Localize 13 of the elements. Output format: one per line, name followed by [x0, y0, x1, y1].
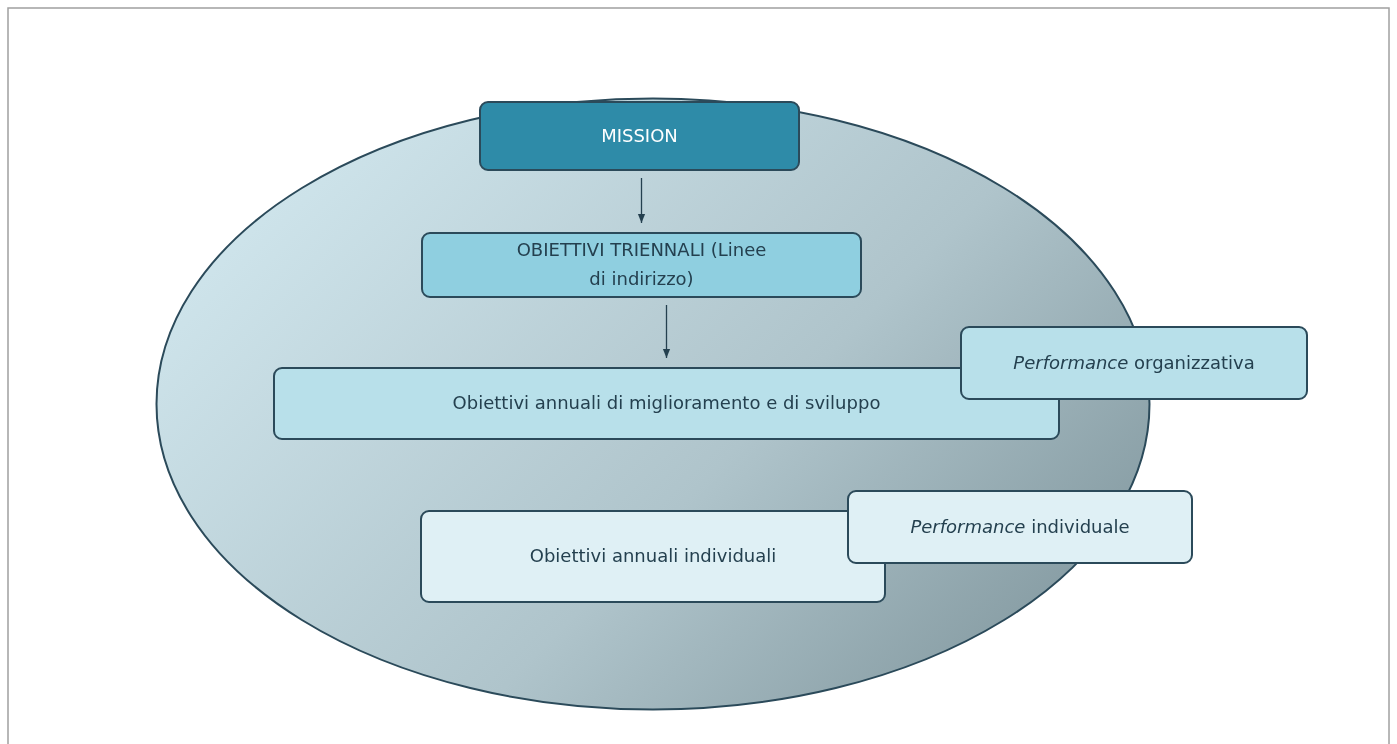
- text-box: [273, 367, 1060, 440]
- arrow: [662, 304, 671, 359]
- box-label: MISSION: [601, 123, 678, 148]
- text-box: [847, 490, 1193, 564]
- box-label: Obiettivi annuali di miglioramento e di sviluppo: [452, 391, 881, 416]
- box-label: Performance organizzativa: [1013, 350, 1255, 375]
- text-box: [421, 232, 862, 298]
- arrow: [637, 177, 646, 224]
- text-box: [960, 326, 1308, 400]
- box-label: OBIETTIVI TRIENNALI (Linee di indirizzo): [516, 238, 767, 291]
- text-box: [420, 510, 886, 603]
- box-label: Performance individuale: [910, 514, 1130, 539]
- box-label: Obiettivi annuali individuali: [529, 544, 777, 569]
